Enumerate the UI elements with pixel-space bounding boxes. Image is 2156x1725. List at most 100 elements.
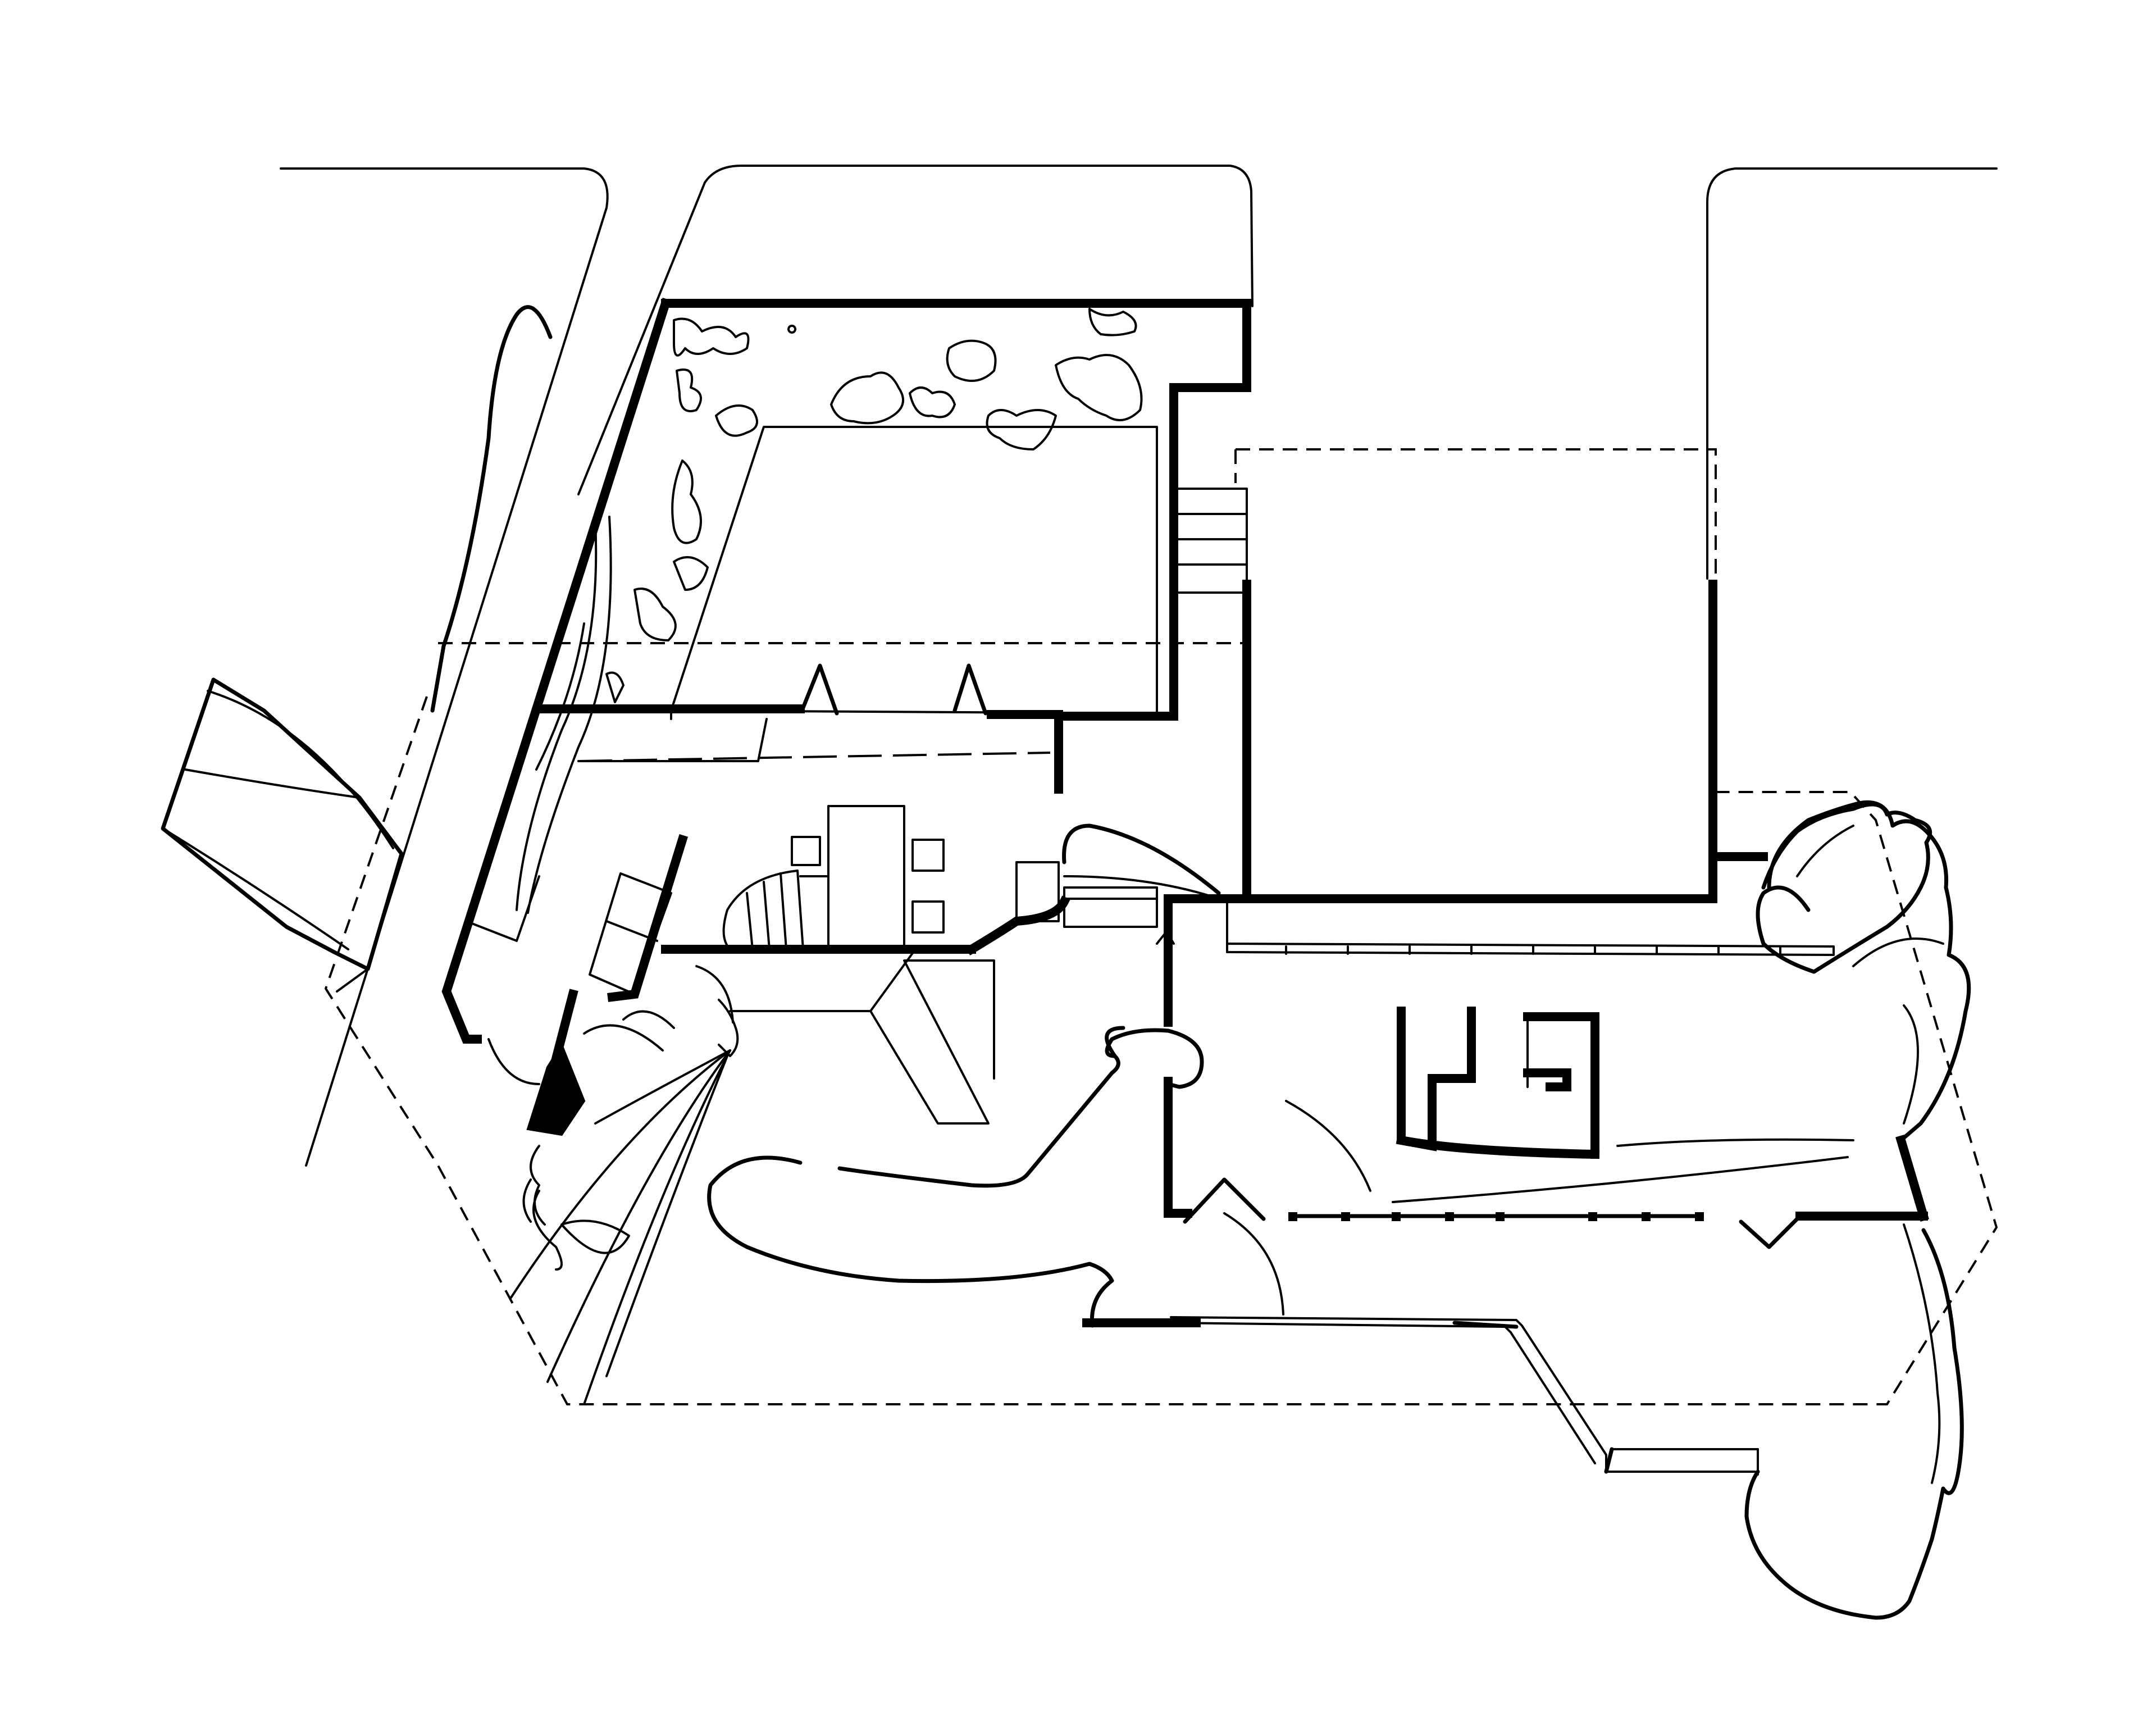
exterior-walls xyxy=(441,297,1929,1327)
ramp-outline xyxy=(161,677,404,971)
fan-squiggle-2 xyxy=(522,1178,532,1223)
dining-bench-ribs xyxy=(746,870,804,950)
fan-line-1 xyxy=(510,1049,731,1299)
column-4 xyxy=(1445,1212,1454,1221)
tree-inner-curve-2 xyxy=(1852,937,1944,967)
south-glass-outer xyxy=(1170,1316,1756,1473)
door-swing-right xyxy=(1739,1214,1802,1249)
roof-outline-upper xyxy=(1236,448,1717,579)
kitchen-counter xyxy=(729,959,995,1125)
pool-seat-left xyxy=(801,663,839,716)
column-5 xyxy=(1496,1212,1505,1221)
vegetation-center-3 xyxy=(946,339,997,382)
curved-partition xyxy=(1062,823,1221,895)
pool-seat-right xyxy=(952,663,988,716)
court-south-strip xyxy=(577,718,768,762)
living-blob-wall xyxy=(837,1028,1170,1188)
dining-curved-bench xyxy=(722,870,799,950)
fireplace-base xyxy=(1396,1135,1600,1159)
ramp-curve-line-2 xyxy=(184,768,361,799)
curved-partition-inner xyxy=(1063,875,1220,900)
fireplace-left xyxy=(1397,1007,1476,1151)
glazing-mullions xyxy=(1285,945,1781,955)
dining-area xyxy=(722,805,945,950)
stair-outline xyxy=(1173,488,1248,594)
fan-squiggle-1 xyxy=(530,1145,546,1226)
curved-path-inner-3 xyxy=(535,622,585,771)
stair-landing xyxy=(718,999,739,1057)
curved-stair-3 xyxy=(695,965,734,1023)
terrace-wall xyxy=(1604,1447,1614,1474)
fan-line-5 xyxy=(594,1049,731,1125)
tree-canopy-upper xyxy=(1767,800,1949,890)
dining-side-box xyxy=(799,875,829,950)
vegetation-left xyxy=(676,368,702,412)
curved-stair-2 xyxy=(622,1010,675,1029)
vegetation-west-3 xyxy=(633,588,677,641)
core-box-2 xyxy=(1063,886,1158,928)
living-blob-right xyxy=(1166,1028,1204,1089)
detail-small-circle xyxy=(787,325,797,334)
entry-ramp xyxy=(161,677,404,993)
fireplace-right xyxy=(1523,1012,1599,1159)
vegetation-west-1 xyxy=(671,459,702,544)
court-south-track xyxy=(578,752,1051,762)
room-curve-3 xyxy=(1616,1138,1854,1147)
core-box xyxy=(1015,861,1060,922)
ramp-curve-line-3 xyxy=(207,690,394,849)
small-details xyxy=(670,325,1175,945)
tree-inner-curve-3 xyxy=(1903,1004,1919,1125)
pool-outline xyxy=(670,426,1158,714)
dining-table xyxy=(827,805,905,950)
exterior-stairs xyxy=(1173,488,1248,594)
column-3 xyxy=(1392,1212,1401,1221)
central-core xyxy=(526,823,1221,1136)
column-2 xyxy=(1341,1212,1350,1221)
vegetation-right-3 xyxy=(1088,308,1137,336)
curved-path-inner-2 xyxy=(527,516,612,914)
tree-canopy-east xyxy=(1899,885,1971,1143)
fan-line-4 xyxy=(605,1055,728,1377)
curved-stair-1 xyxy=(583,1024,664,1052)
living-blob-lower xyxy=(1105,1026,1125,1058)
room-curve-2 xyxy=(1392,1156,1849,1203)
tree-inner-curve-1 xyxy=(1796,825,1854,877)
chair-3 xyxy=(911,900,945,934)
fan-base-curve xyxy=(560,1219,630,1254)
sofa-blob xyxy=(707,1155,1114,1328)
fan-line-2 xyxy=(546,1049,731,1383)
south-glass-jamb xyxy=(1452,1321,1519,1329)
fireplace-inner xyxy=(1523,1068,1571,1091)
kitchen-counter-2 xyxy=(869,948,917,1012)
south-glazing xyxy=(1170,1316,1759,1476)
courtyard xyxy=(577,308,1158,762)
vegetation-diag xyxy=(715,404,758,437)
column-7 xyxy=(1642,1212,1651,1221)
terrace-blob-south xyxy=(1744,1228,1964,1620)
west-curved-path xyxy=(430,305,612,1085)
terrace-blob-inner xyxy=(1903,1223,1941,1484)
kitchen-curve-wall xyxy=(965,895,1070,955)
east-living-room xyxy=(1183,898,1854,1316)
street-line-top-center xyxy=(577,165,1254,495)
stair-wall-1 xyxy=(607,834,689,1002)
stair-box-outer xyxy=(589,872,672,995)
east-wall-lower xyxy=(1895,1135,1929,1222)
vegetation-west-2 xyxy=(673,556,709,591)
vegetation-top xyxy=(673,317,750,357)
detail-lower-step xyxy=(1156,929,1169,945)
vegetation-bottom-left xyxy=(605,671,625,703)
stair-box-inner xyxy=(605,920,658,942)
street-boundaries xyxy=(280,165,1998,1167)
east-landscape xyxy=(1744,800,1971,1620)
ramp-walkway-1 xyxy=(336,968,369,993)
living-curved-wall xyxy=(707,1026,1204,1328)
vegetation-right-1 xyxy=(986,409,1057,450)
street-line-top-left xyxy=(280,167,609,1167)
door-swing-left xyxy=(1183,1177,1266,1224)
column-1 xyxy=(1288,1212,1297,1221)
vegetation-center-1 xyxy=(830,371,904,425)
room-curve-1 xyxy=(1285,1100,1371,1192)
